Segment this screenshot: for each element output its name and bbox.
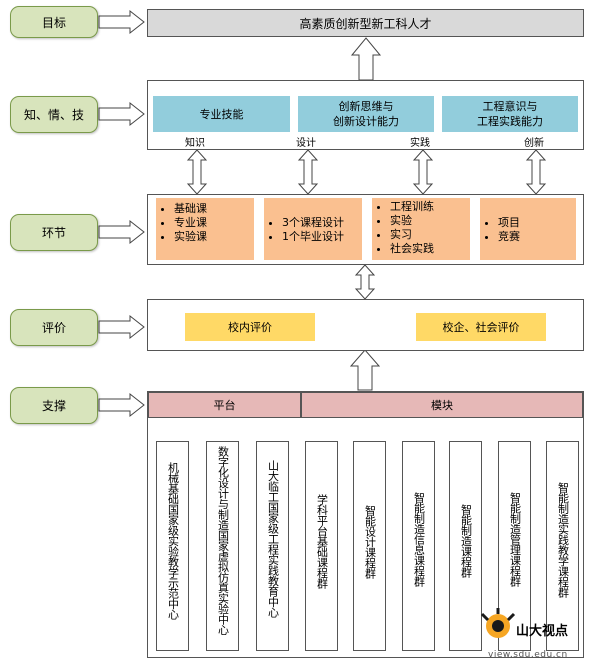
module-column: 学科平台基础课程群 — [305, 441, 338, 651]
segment-item: 1个毕业设计 — [282, 230, 358, 244]
double-arrow-1 — [186, 149, 208, 195]
watermark: 山大视点 view.sdu.edu.cn — [478, 606, 600, 666]
module-text: 智能制造实践教学课程群 — [556, 482, 570, 598]
row-label-goal: 目标 — [10, 6, 98, 38]
platform-text: 机械基础国家级实验教学示范中心 — [166, 462, 180, 620]
double-arrow-2 — [297, 149, 319, 195]
module-text: 智能制造管理课程群 — [508, 492, 522, 587]
segment-item: 项目 — [498, 216, 572, 230]
platform-text: 山大临工国家级工程实践教育中心 — [266, 460, 280, 618]
ability-label-knowledge: 知识 — [185, 138, 205, 149]
segment-projects: 项目 竞赛 — [480, 198, 576, 260]
arrow-right-links — [98, 219, 145, 245]
module-text: 智能设计课程群 — [363, 505, 377, 579]
module-column: 智能制造课程群 — [449, 441, 482, 651]
segment-item: 竞赛 — [498, 230, 572, 244]
double-arrow-3 — [412, 149, 434, 195]
ability-label-design: 设计 — [296, 138, 316, 149]
ability-professional: 专业技能 — [153, 96, 290, 132]
segment-item: 专业课 — [174, 216, 250, 230]
segment-item: 实验 — [390, 214, 466, 228]
module-text: 智能制造信息课程群 — [412, 492, 426, 587]
row-label-knowledge: 知、情、技 — [10, 96, 98, 133]
double-arrow-4 — [525, 149, 547, 195]
segment-item: 实验课 — [174, 230, 250, 244]
module-text: 学科平台基础课程群 — [315, 494, 329, 589]
evaluation-internal: 校内评价 — [185, 313, 315, 341]
module-column: 智能设计课程群 — [353, 441, 386, 651]
ability-innovation: 创新思维与 创新设计能力 — [298, 96, 434, 132]
arrow-up-eval — [349, 349, 381, 391]
arrow-up-goal — [350, 37, 382, 81]
segment-courses: 基础课 专业课 实验课 — [156, 198, 254, 260]
module-column: 智能制造信息课程群 — [402, 441, 435, 651]
row-label-support: 支撑 — [10, 387, 98, 424]
goal-box: 高素质创新型新工科人才 — [147, 9, 584, 37]
module-column: 智能制造实践教学课程群 — [546, 441, 579, 651]
ability-engineering: 工程意识与 工程实践能力 — [442, 96, 578, 132]
platform-column: 山大临工国家级工程实践教育中心 — [256, 441, 289, 651]
ability-label-practice: 实践 — [410, 138, 430, 149]
segment-item: 3个课程设计 — [282, 216, 358, 230]
platform-header: 平台 — [148, 392, 301, 418]
arrow-right-eval — [98, 314, 145, 340]
arrow-right-goal — [98, 9, 145, 35]
platform-column: 数字化设计与制造国家虚拟仿真实验中心 — [206, 441, 239, 651]
arrow-right-knowledge — [98, 101, 145, 127]
double-arrow-5 — [354, 264, 376, 300]
evaluation-external: 校企、社会评价 — [416, 313, 546, 341]
arrow-right-support — [98, 392, 145, 418]
watermark-name: 山大视点 — [516, 624, 569, 639]
segment-item: 实习 — [390, 228, 466, 242]
row-label-links: 环节 — [10, 214, 98, 251]
module-header: 模块 — [301, 392, 583, 418]
segment-item: 社会实践 — [390, 242, 466, 256]
ability-label-innovation: 创新 — [524, 138, 544, 149]
segment-item: 基础课 — [174, 202, 250, 216]
segment-item: 工程训练 — [390, 200, 466, 214]
segment-practice: 工程训练 实验 实习 社会实践 — [372, 198, 470, 260]
segment-design: 3个课程设计 1个毕业设计 — [264, 198, 362, 260]
row-label-eval: 评价 — [10, 309, 98, 346]
platform-text: 数字化设计与制造国家虚拟仿真实验中心 — [216, 446, 230, 635]
watermark-url: view.sdu.edu.cn — [488, 650, 568, 660]
platform-column: 机械基础国家级实验教学示范中心 — [156, 441, 189, 651]
watermark-logo-icon — [480, 608, 516, 638]
module-text: 智能制造课程群 — [459, 504, 473, 578]
